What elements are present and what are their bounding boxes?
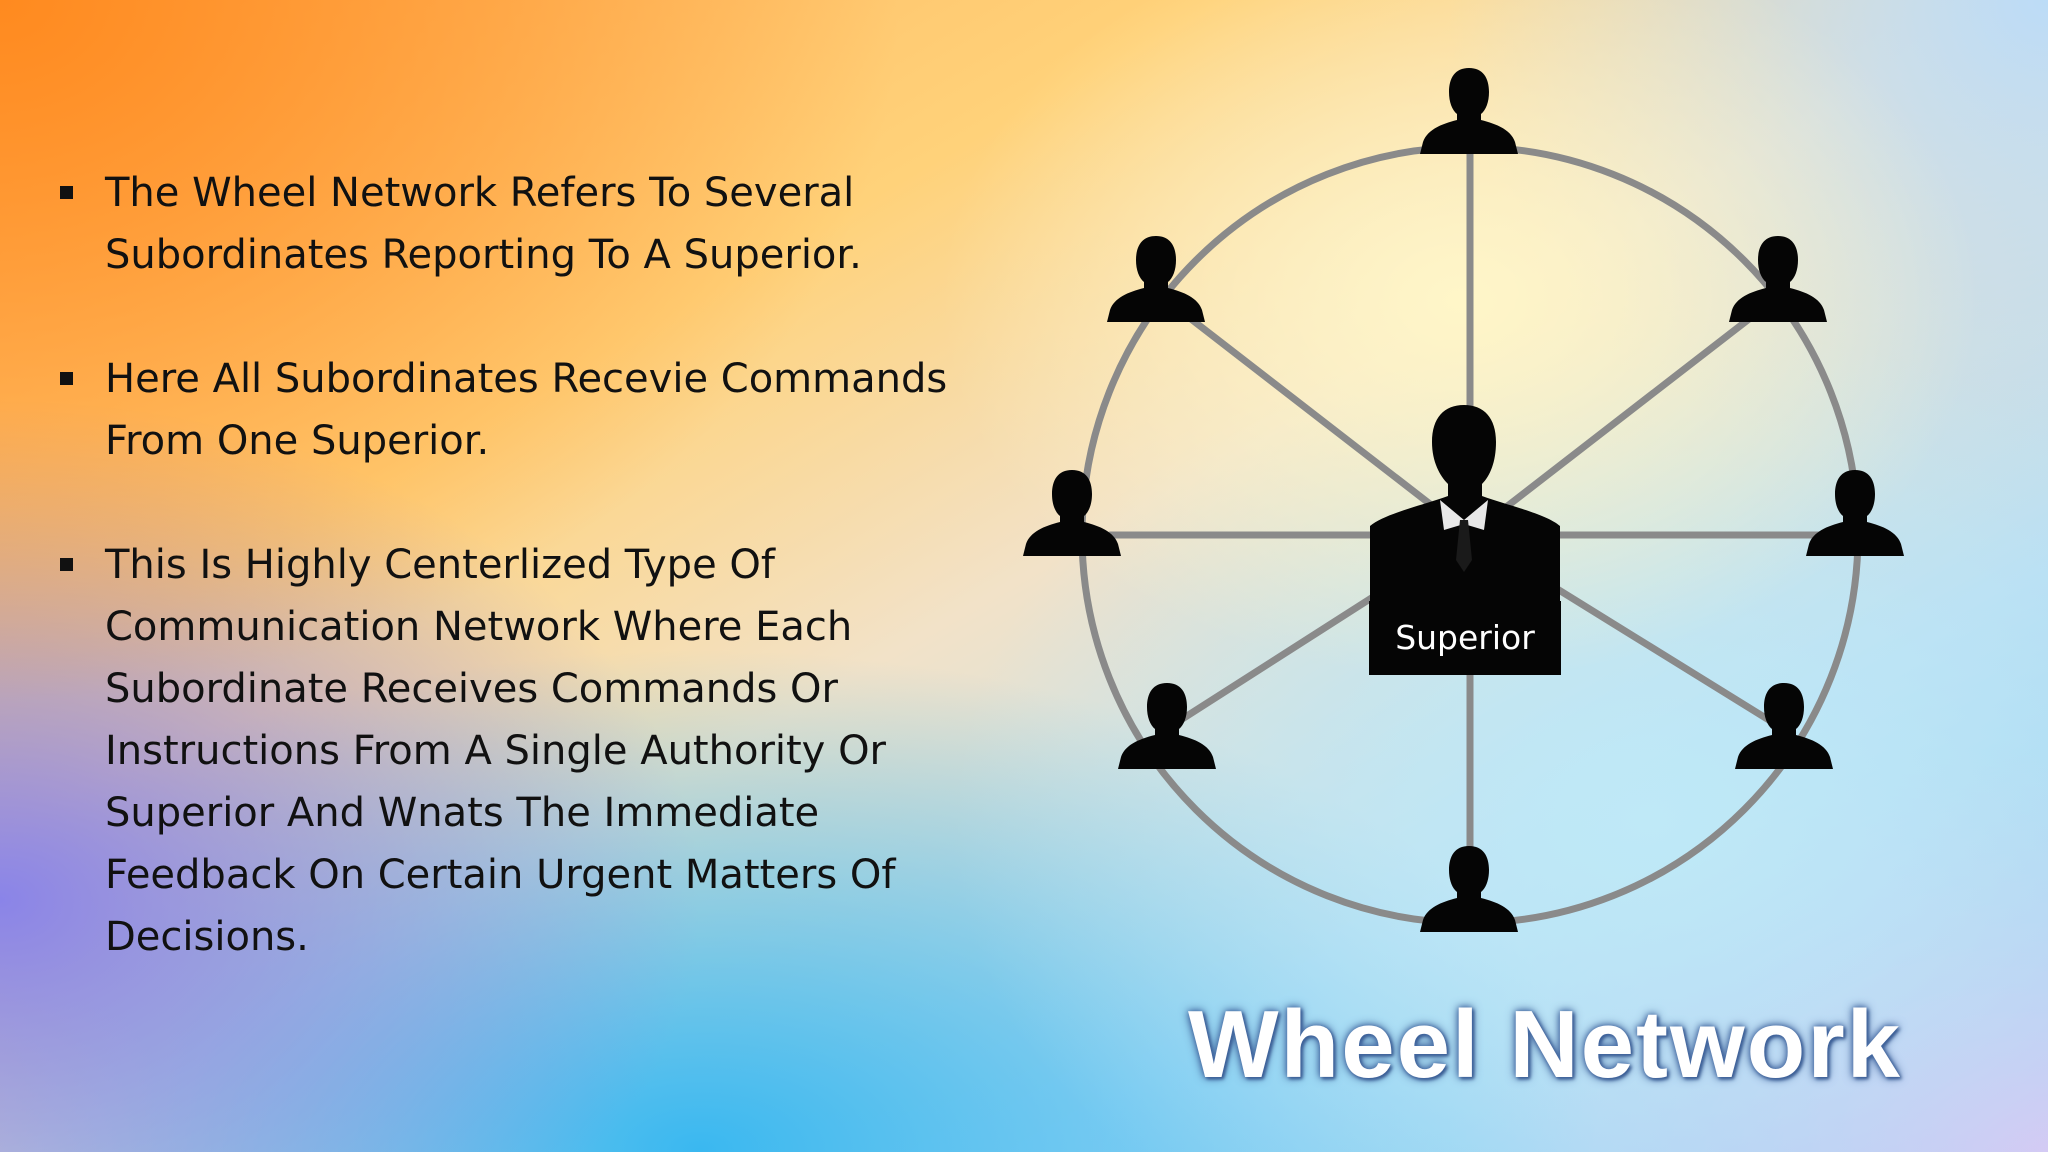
manager-in-suit-icon: [1370, 405, 1560, 605]
superior-label: Superior: [1369, 601, 1561, 675]
bullet-text: Here All Subordinates Recevie Commands F…: [105, 356, 948, 464]
person-silhouette-icon: [1806, 470, 1904, 556]
bullet-text: This Is Highly Centerlized Type Of Commu…: [105, 542, 896, 960]
bullet-item: The Wheel Network Refers To Several Subo…: [60, 162, 1000, 286]
bullet-item: This Is Highly Centerlized Type Of Commu…: [60, 534, 1000, 968]
person-silhouette-icon: [1023, 470, 1121, 556]
square-bullet-icon: [60, 372, 73, 385]
square-bullet-icon: [60, 558, 73, 571]
spoke: [1466, 291, 1784, 539]
spoke: [1156, 291, 1474, 539]
bullet-text: The Wheel Network Refers To Several Subo…: [105, 170, 862, 278]
person-silhouette-icon: [1420, 846, 1518, 932]
person-silhouette-icon: [1107, 236, 1205, 322]
slide-title: Wheel Network: [1187, 991, 1903, 1098]
wheel-network-diagram: [1023, 68, 1904, 932]
person-silhouette-icon: [1735, 683, 1833, 769]
bullet-list: The Wheel Network Refers To Several Subo…: [60, 162, 1000, 1030]
square-bullet-icon: [60, 186, 73, 199]
bullet-item: Here All Subordinates Recevie Commands F…: [60, 348, 1000, 472]
person-silhouette-icon: [1420, 68, 1518, 154]
person-silhouette-icon: [1729, 236, 1827, 322]
